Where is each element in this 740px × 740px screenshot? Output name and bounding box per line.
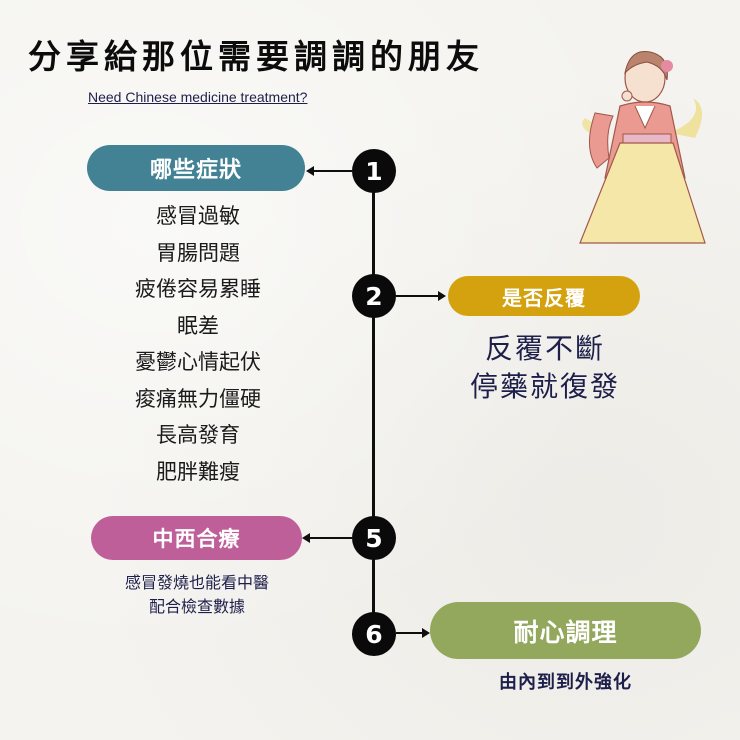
step-5-number: 5 bbox=[352, 516, 396, 560]
integration-line: 感冒發燒也能看中醫 bbox=[124, 573, 269, 592]
step-6-label: 耐心調理 bbox=[430, 602, 701, 659]
recurrence-line: 停藥就復發 bbox=[469, 370, 620, 403]
integration-line: 配合檢查數據 bbox=[148, 597, 245, 616]
page-title: 分享給那位需要調調的朋友 bbox=[28, 37, 484, 76]
integration-details: 感冒發燒也能看中醫 配合檢查數據 bbox=[92, 571, 302, 619]
arrow-left-icon bbox=[306, 166, 352, 176]
step-1-number: 1 bbox=[352, 149, 396, 193]
recurrence-details: 反覆不斷 停藥就復發 bbox=[440, 330, 650, 406]
arrow-right-icon bbox=[396, 628, 430, 638]
symptom-item: 肥胖難瘦 bbox=[156, 459, 240, 484]
arrow-right-icon bbox=[396, 291, 446, 301]
symptom-item: 眠差 bbox=[177, 313, 219, 338]
symptom-item: 胃腸問題 bbox=[156, 240, 240, 265]
step-1-label: 哪些症狀 bbox=[87, 145, 305, 191]
symptom-item: 憂鬱心情起伏 bbox=[135, 350, 261, 374]
symptom-item: 疲倦容易累睡 bbox=[135, 277, 261, 301]
recurrence-line: 反覆不斷 bbox=[484, 332, 605, 365]
step-5-label: 中西合療 bbox=[91, 516, 302, 560]
page-subtitle: Need Chinese medicine treatment? bbox=[88, 89, 308, 105]
symptom-item: 痠痛無力僵硬 bbox=[135, 386, 261, 411]
hanfu-woman-illustration-icon bbox=[575, 38, 715, 248]
symptom-item: 感冒過敏 bbox=[156, 204, 240, 228]
step-2-number: 2 bbox=[352, 274, 396, 318]
step-2-label: 是否反覆 bbox=[448, 276, 640, 316]
arrow-left-icon bbox=[302, 533, 352, 543]
symptom-list: 感冒過敏 胃腸問題 疲倦容易累睡 眠差 憂鬱心情起伏 痠痛無力僵硬 長高發育 肥… bbox=[100, 198, 296, 490]
step-6-number: 6 bbox=[352, 612, 396, 656]
timeline-line bbox=[372, 171, 375, 634]
symptom-item: 長高發育 bbox=[156, 423, 240, 447]
patience-details: 由內到到外強化 bbox=[499, 672, 632, 693]
